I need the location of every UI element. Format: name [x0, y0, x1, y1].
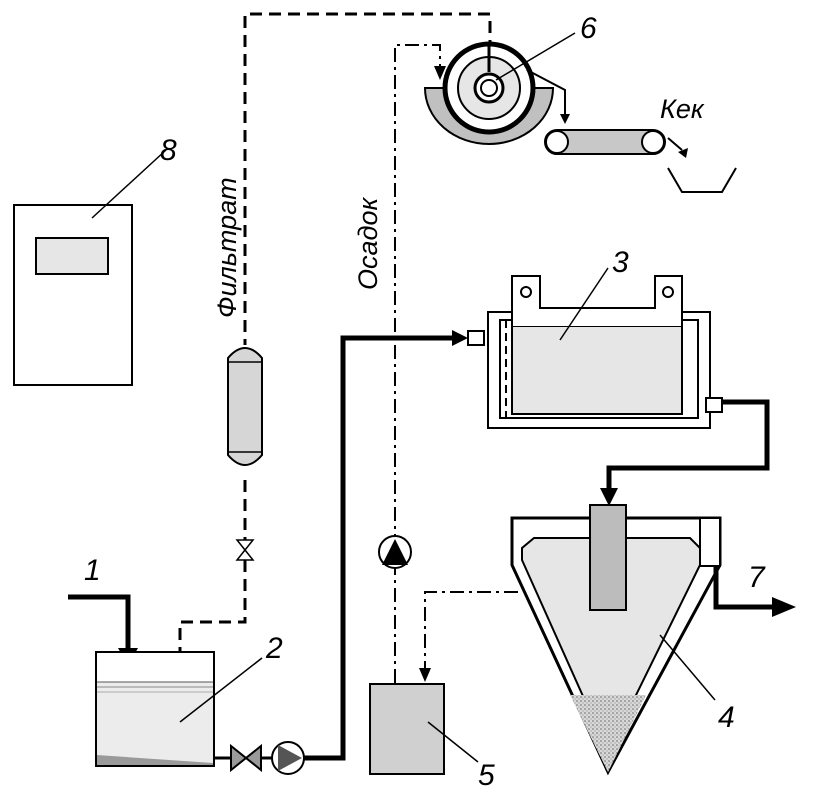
label-4: 4: [718, 701, 735, 734]
leader-6: [495, 32, 576, 81]
overflow-line-7: [713, 566, 775, 610]
line-3-to-4: [606, 399, 770, 492]
outlet-valve: [230, 743, 262, 773]
sediment-line: [394, 44, 518, 683]
settler-4: [510, 504, 722, 776]
feed-line-to-3: [300, 335, 455, 761]
tank-3: [487, 267, 723, 429]
label-6: 6: [580, 12, 597, 45]
filtrate-line: [178, 12, 492, 655]
feed-arrowhead: [452, 330, 468, 346]
drum-filter-6: [423, 32, 576, 145]
label-3: 3: [612, 246, 629, 279]
sediment-pump: [378, 535, 412, 569]
leader-2: [179, 657, 263, 723]
label-2: 2: [265, 632, 283, 665]
line-3-to-4-arrowhead: [600, 488, 618, 506]
sediment-arrowhead-top: [434, 66, 446, 80]
label-sediment: Осадок: [353, 197, 383, 290]
label-1: 1: [84, 554, 101, 587]
label-8: 8: [160, 134, 177, 167]
sediment-tank-5: [369, 683, 479, 775]
label-filtrate: Фильтрат: [212, 177, 242, 318]
filtrate-valve: [235, 539, 255, 561]
leader-5: [427, 721, 479, 763]
leader-4: [659, 634, 716, 701]
receiving-tank-2: [95, 651, 263, 767]
leader-3: [559, 267, 609, 341]
cartridge-filter: [227, 347, 263, 466]
label-cake: Кек: [660, 94, 705, 124]
tank3-inlet: [467, 330, 485, 346]
cake-bin: [667, 167, 737, 193]
label-5: 5: [478, 759, 495, 792]
feed-pump: [271, 741, 305, 775]
input-line-1: [68, 594, 131, 650]
label-7: 7: [748, 561, 766, 594]
sediment-arrowhead-pump: [419, 668, 431, 682]
control-panel-8: [13, 149, 167, 386]
leader-8: [91, 149, 167, 219]
conveyor-belt: [544, 129, 688, 158]
overflow-arrowhead: [772, 597, 796, 617]
